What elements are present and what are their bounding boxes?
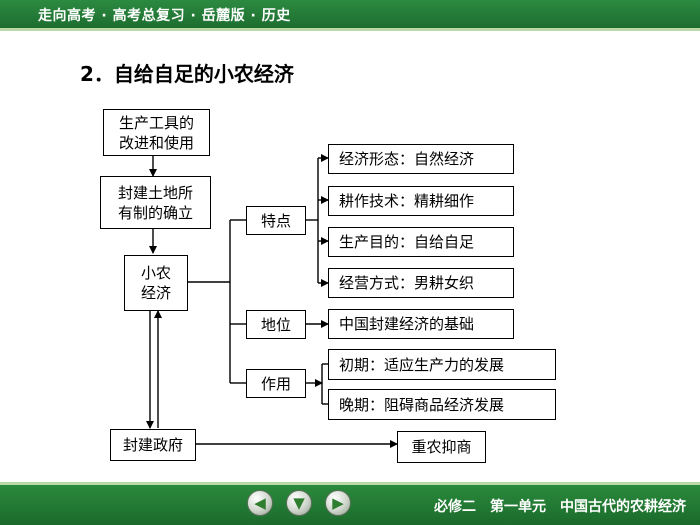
- status-item-text: 中国封建经济的基础: [339, 315, 475, 333]
- header-title: 走向高考 · 高考总复习 · 岳麓版 · 历史: [38, 8, 291, 24]
- box-tools-text: 生产工具的 改进和使用: [118, 113, 194, 152]
- top-rule: [0, 28, 700, 31]
- box-feature-4: 经营方式：男耕女织: [328, 268, 514, 298]
- prev-button[interactable]: ◀: [247, 490, 273, 516]
- arrow-down-icon: ▼: [293, 494, 305, 512]
- feature-2-text: 耕作技术：精耕细作: [339, 192, 475, 210]
- feature-4-text: 经营方式：男耕女织: [339, 274, 475, 292]
- box-status-item: 中国封建经济的基础: [328, 309, 514, 339]
- box-tools: 生产工具的 改进和使用: [103, 109, 210, 156]
- box-land: 封建土地所 有制的确立: [100, 176, 211, 229]
- box-status-text: 地位: [260, 315, 291, 334]
- feature-3-text: 生产目的：自给自足: [339, 233, 475, 251]
- box-role-1: 初期：适应生产力的发展: [328, 349, 556, 380]
- box-role: 作用: [246, 369, 306, 398]
- box-agriculture-text: 重农抑商: [411, 438, 472, 456]
- footer-text: 必修二 第一单元 中国古代的农耕经济: [434, 499, 686, 515]
- arrow-right-icon: ▶: [332, 494, 344, 512]
- box-role-text: 作用: [260, 374, 291, 393]
- box-smallfarm: 小农 经济: [124, 255, 188, 311]
- box-land-text: 封建土地所 有制的确立: [117, 183, 193, 222]
- down-button[interactable]: ▼: [286, 490, 312, 516]
- role-2-text: 晚期：阻碍商品经济发展: [339, 395, 505, 414]
- box-feature-1: 经济形态：自然经济: [328, 144, 514, 174]
- box-feature-3: 生产目的：自给自足: [328, 227, 514, 257]
- box-status: 地位: [246, 310, 306, 339]
- box-role-2: 晚期：阻碍商品经济发展: [328, 389, 556, 420]
- slide-heading: 2．自给自足的小农经济: [80, 62, 294, 86]
- box-agriculture: 重农抑商: [397, 431, 486, 463]
- arrow-left-icon: ◀: [254, 494, 266, 512]
- box-government-text: 封建政府: [122, 436, 183, 454]
- next-button[interactable]: ▶: [325, 490, 351, 516]
- box-smallfarm-text: 小农 经济: [140, 264, 171, 302]
- box-features: 特点: [246, 206, 306, 235]
- box-feature-2: 耕作技术：精耕细作: [328, 186, 514, 216]
- role-1-text: 初期：适应生产力的发展: [339, 355, 505, 374]
- box-government: 封建政府: [110, 429, 196, 461]
- box-features-text: 特点: [260, 211, 291, 230]
- feature-1-text: 经济形态：自然经济: [339, 150, 475, 168]
- top-bar: 走向高考 · 高考总复习 · 岳麓版 · 历史: [0, 0, 700, 28]
- bottom-rule: [0, 482, 700, 485]
